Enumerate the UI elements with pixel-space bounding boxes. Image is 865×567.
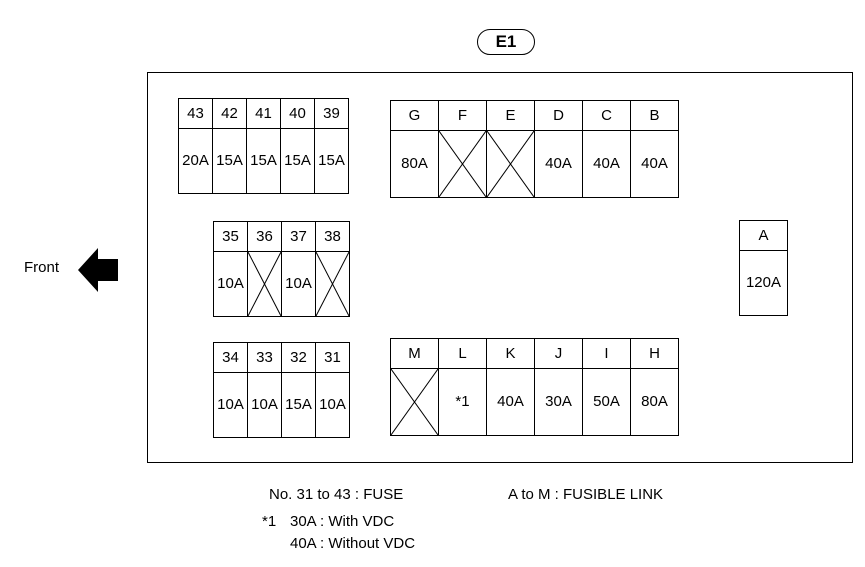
- fuse-cell-empty: 38: [315, 221, 350, 317]
- fuse-cell: 41 15A: [246, 98, 281, 194]
- link-letter: J: [535, 339, 582, 369]
- link-cell: K 40A: [486, 338, 535, 436]
- fuse-rating: 10A: [217, 396, 244, 413]
- link-letter: I: [583, 339, 630, 369]
- link-cell: I 50A: [582, 338, 631, 436]
- fuse-rating: 10A: [285, 275, 312, 292]
- link-rating-note: *1: [455, 393, 470, 410]
- link-cell: B 40A: [630, 100, 679, 198]
- fuse-cell: 33 10A: [247, 342, 282, 438]
- link-letter: G: [391, 101, 438, 131]
- empty-slot-cross-icon: [248, 252, 281, 316]
- fuse-number: 41: [247, 99, 280, 129]
- fuse-number: 35: [214, 222, 247, 252]
- legend-note-mark: *1: [262, 513, 277, 530]
- link-letter: C: [583, 101, 630, 131]
- link-rating: 30A: [545, 393, 572, 410]
- fuse-rating: 20A: [182, 152, 209, 169]
- link-cell: C 40A: [582, 100, 631, 198]
- link-letter: D: [535, 101, 582, 131]
- link-cell-empty: E: [486, 100, 535, 198]
- fuse-group-top: 43 20A 42 15A 41 15A 40 15A 39 15A: [178, 98, 349, 194]
- fuse-group-bottom: 34 10A 33 10A 32 15A 31 10A: [213, 342, 350, 438]
- fuse-rating: 15A: [284, 152, 311, 169]
- link-cell: L *1: [438, 338, 487, 436]
- link-rating: 50A: [593, 393, 620, 410]
- fuse-number: 43: [179, 99, 212, 129]
- link-group-bottom: M L *1 K 40A J 30A I 50A H 80A: [390, 338, 679, 436]
- empty-slot-cross-icon: [487, 131, 534, 197]
- fuse-rating: 15A: [250, 152, 277, 169]
- link-rating: 40A: [545, 155, 572, 172]
- fuse-rating: 10A: [251, 396, 278, 413]
- fuse-number: 42: [213, 99, 246, 129]
- fuse-cell: 31 10A: [315, 342, 350, 438]
- fuse-rating: 15A: [318, 152, 345, 169]
- fuse-number: 36: [248, 222, 281, 252]
- empty-slot-cross-icon: [391, 369, 438, 435]
- link-letter: M: [391, 339, 438, 369]
- empty-slot: [439, 131, 486, 197]
- link-rating: 80A: [401, 155, 428, 172]
- fuse-number: 34: [214, 343, 247, 373]
- fuse-cell: 37 10A: [281, 221, 316, 317]
- fuse-number: 33: [248, 343, 281, 373]
- fuse-number: 32: [282, 343, 315, 373]
- empty-slot: [316, 252, 349, 316]
- link-cell-empty: F: [438, 100, 487, 198]
- fuse-group-middle: 35 10A 36 37 10A 38: [213, 221, 350, 317]
- legend-fusible-link: A to M : FUSIBLE LINK: [508, 486, 664, 503]
- fuse-block-outline: [147, 72, 853, 463]
- fuse-rating: 15A: [216, 152, 243, 169]
- link-cell: D 40A: [534, 100, 583, 198]
- fuse-rating: 10A: [217, 275, 244, 292]
- empty-slot: [391, 369, 438, 435]
- empty-slot: [248, 252, 281, 316]
- link-letter: A: [740, 221, 787, 251]
- link-cell: A 120A: [739, 220, 788, 316]
- fuse-cell: 43 20A: [178, 98, 213, 194]
- legend-fuse: No. 31 to 43 : FUSE: [269, 486, 404, 503]
- fuse-cell: 32 15A: [281, 342, 316, 438]
- link-rating: 40A: [593, 155, 620, 172]
- link-group-a: A 120A: [739, 220, 788, 316]
- empty-slot-cross-icon: [316, 252, 349, 316]
- link-letter: L: [439, 339, 486, 369]
- link-rating: 40A: [641, 155, 668, 172]
- link-letter: F: [439, 101, 486, 131]
- fuse-cell: 34 10A: [213, 342, 248, 438]
- empty-slot-cross-icon: [439, 131, 486, 197]
- front-arrow-icon: [78, 248, 118, 292]
- fuse-cell: 39 15A: [314, 98, 349, 194]
- fuse-cell: 42 15A: [212, 98, 247, 194]
- link-cell-empty: M: [390, 338, 439, 436]
- fuse-cell-empty: 36: [247, 221, 282, 317]
- link-rating: 40A: [497, 393, 524, 410]
- fuse-number: 39: [315, 99, 348, 129]
- link-cell: H 80A: [630, 338, 679, 436]
- link-letter: B: [631, 101, 678, 131]
- fuse-number: 31: [316, 343, 349, 373]
- connector-label: E1: [477, 29, 535, 55]
- legend-note-line2: 40A : Without VDC: [290, 535, 416, 552]
- fuse-cell: 40 15A: [280, 98, 315, 194]
- link-letter: K: [487, 339, 534, 369]
- link-rating: 120A: [745, 274, 782, 291]
- fuse-number: 40: [281, 99, 314, 129]
- link-cell: J 30A: [534, 338, 583, 436]
- fuse-number: 38: [316, 222, 349, 252]
- fuse-number: 37: [282, 222, 315, 252]
- empty-slot: [487, 131, 534, 197]
- front-label: Front: [24, 259, 60, 276]
- fuse-rating: 15A: [285, 396, 312, 413]
- link-rating: 80A: [641, 393, 668, 410]
- link-letter: E: [487, 101, 534, 131]
- fuse-rating: 10A: [319, 396, 346, 413]
- fuse-cell: 35 10A: [213, 221, 248, 317]
- link-group-top: G 80A F E D 40A C 40A B 40A: [390, 100, 679, 198]
- legend-note-line1: 30A : With VDC: [290, 513, 395, 530]
- link-letter: H: [631, 339, 678, 369]
- link-cell: G 80A: [390, 100, 439, 198]
